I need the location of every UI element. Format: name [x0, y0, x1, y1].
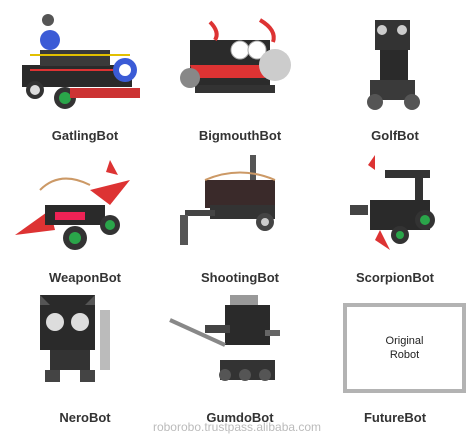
caption-gumdobot: GumdoBot	[206, 410, 274, 425]
shootingbot-image	[180, 155, 276, 245]
golfbot-image	[367, 20, 420, 110]
caption-scorpionbot: ScorpionBot	[356, 270, 434, 285]
weaponbot-image	[15, 160, 130, 250]
watermark-text: roborobo.trustpass.alibaba.com	[152, 420, 322, 434]
gatlingbot-image	[22, 14, 140, 109]
gumdobot-image	[169, 295, 280, 381]
caption-futurebot: FutureBot	[363, 410, 427, 425]
future-line-1: Original	[385, 335, 424, 347]
caption-bigmouthbot: BigmouthBot	[198, 128, 282, 143]
future-robot-text: Original Robot	[365, 334, 445, 362]
caption-golfbot: GolfBot	[371, 128, 419, 143]
caption-weaponbot: WeaponBot	[49, 270, 121, 285]
future-robot-placeholder: Original Robot	[343, 303, 466, 393]
future-line-2: Robot	[389, 349, 420, 361]
bigmouthbot-image	[180, 18, 291, 93]
nerobot-image	[40, 295, 110, 382]
caption-gatlingbot: GatlingBot	[51, 128, 119, 143]
caption-shootingbot: ShootingBot	[201, 270, 279, 285]
caption-nerobot: NeroBot	[59, 410, 111, 425]
scorpionbot-image	[350, 155, 435, 250]
